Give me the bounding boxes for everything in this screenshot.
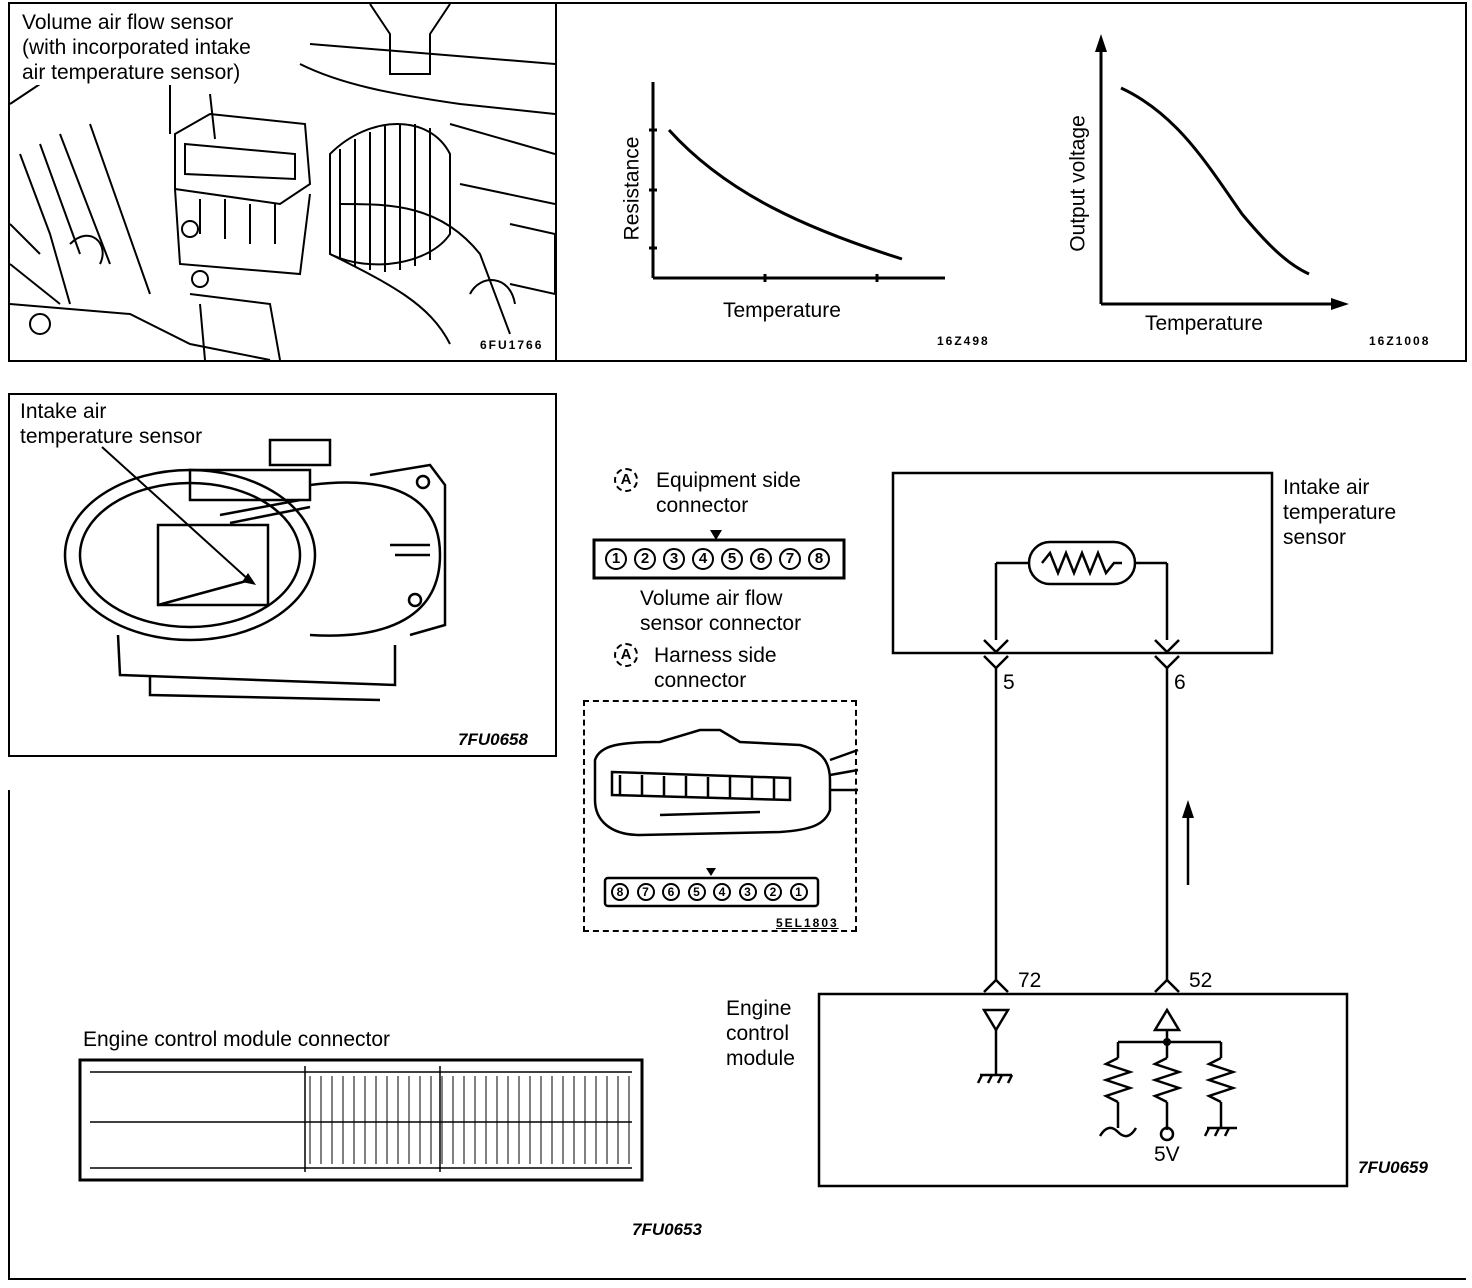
equipment-pin-6: 6	[750, 548, 772, 570]
equipment-pin-3: 3	[663, 548, 685, 570]
sensor-housing-illustration	[63, 438, 447, 702]
harness-pin-2: 2	[764, 883, 782, 901]
sensor-caption: Intake air temperature sensor	[20, 400, 203, 448]
circuit-code: 7FU0659	[1358, 1158, 1428, 1177]
equipment-pin-7: 7	[779, 548, 801, 570]
harness-pin-5: 5	[687, 883, 706, 901]
harness-pin-1: 1	[789, 883, 808, 901]
equipment-pin-8: 8	[808, 548, 830, 570]
ecm-connector-code: 7FU0653	[632, 1220, 702, 1239]
sensor-code: 7FU0658	[458, 730, 528, 749]
equipment-pin-4: 4	[692, 548, 714, 570]
circuit-ecm-label: Engine control module	[726, 997, 795, 1070]
equipment-pin-2: 2	[634, 548, 656, 570]
vaf-connector-name: Volume air flow sensor connector	[640, 587, 802, 635]
equipment-pin-1: 1	[605, 548, 627, 570]
circuit-ecm-pin-52: 52	[1189, 969, 1213, 992]
circuit-pin-6: 6	[1174, 671, 1186, 694]
page-frame-left	[8, 790, 10, 1280]
photo-code: 6FU1766	[480, 338, 544, 352]
harness-pin-4: 4	[713, 883, 731, 901]
harness-pin-8: 8	[611, 883, 629, 901]
photo-caption: Volume air flow sensor (with incorporate…	[22, 10, 251, 85]
voltage-ylabel: Output voltage	[1066, 115, 1090, 252]
resistance-graph-code: 16Z498	[937, 334, 990, 348]
harness-pin-3: 3	[738, 883, 757, 901]
harness-pin-7: 7	[636, 883, 655, 901]
circuit-sensor-label: Intake air temperature sensor	[1283, 476, 1397, 549]
harness-pin-6: 6	[662, 883, 680, 901]
circuit-ecm-pin-72: 72	[1018, 969, 1042, 992]
equipment-marker-a: A	[614, 468, 638, 492]
equipment-side-label: Equipment side connector	[656, 469, 801, 517]
intake-air-temp-sensor-panel: Intake air temperature sensor 7FU0658	[8, 393, 557, 757]
circuit-voltage: 5V	[1154, 1143, 1180, 1166]
resistance-xlabel: Temperature	[723, 299, 841, 322]
connector-code: 5EL1803	[776, 916, 839, 930]
harness-side-label: Harness side connector	[654, 644, 777, 692]
voltage-xlabel: Temperature	[1145, 312, 1263, 335]
graphs-panel: Resistance Temperature 16Z498 Output vol…	[555, 2, 1467, 362]
vaf-sensor-photo-panel: Volume air flow sensor (with incorporate…	[8, 2, 557, 362]
voltage-graph-code: 16Z1008	[1369, 334, 1431, 348]
harness-marker-a: A	[614, 643, 638, 667]
page-frame-bottom	[8, 1278, 1466, 1280]
harness-connector-frame	[583, 700, 857, 932]
resistance-graph	[649, 82, 945, 282]
circuit-pin-5: 5	[1003, 671, 1015, 694]
voltage-graph	[1095, 34, 1349, 310]
equipment-pin-5: 5	[721, 548, 743, 570]
engine-bay-illustration	[10, 4, 555, 360]
ecm-connector-title: Engine control module connector	[83, 1028, 391, 1051]
